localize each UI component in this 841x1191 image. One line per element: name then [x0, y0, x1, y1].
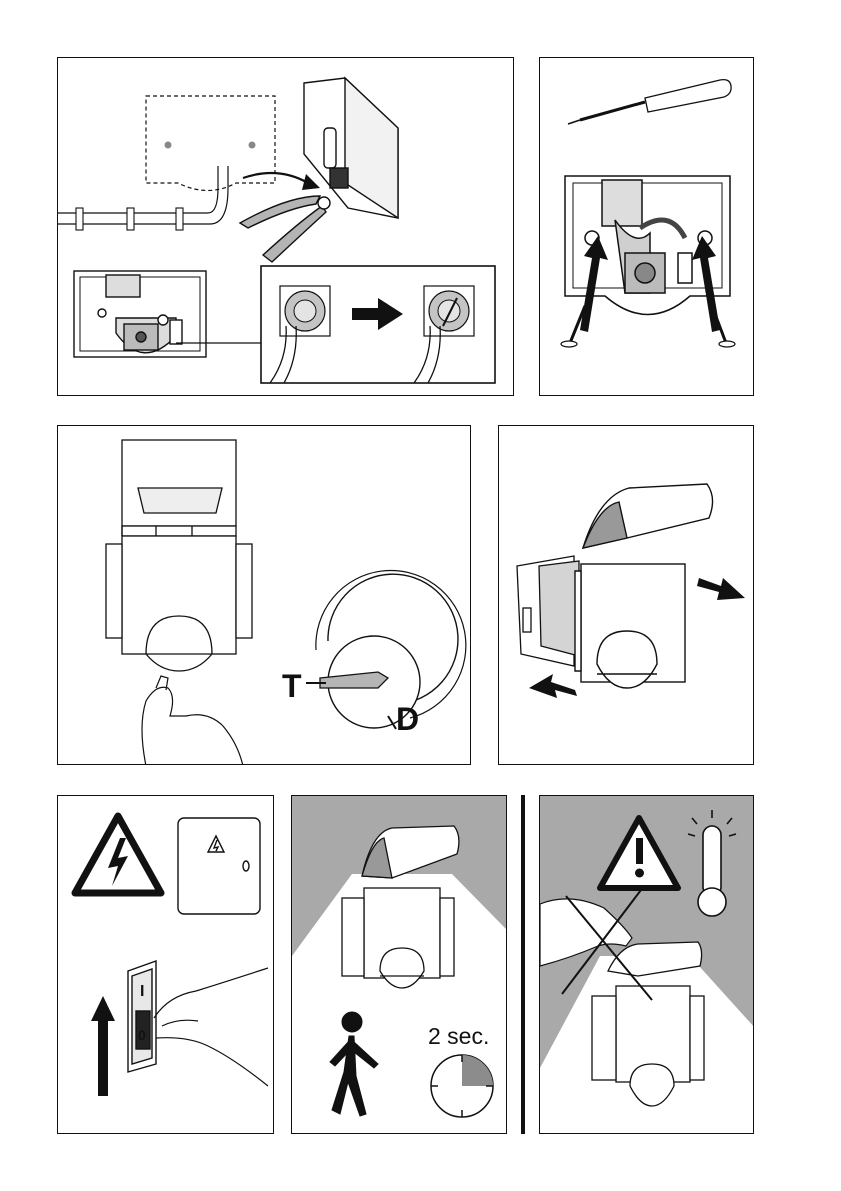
sensor-front-view — [106, 440, 252, 671]
dial-t-label: T — [282, 668, 302, 704]
switch-on-label: I — [140, 983, 144, 1000]
screwdriver-icon — [568, 80, 731, 124]
dial-d-label: D — [396, 701, 419, 737]
drill-hole-right — [249, 142, 256, 149]
caution-warning-icon — [600, 818, 678, 888]
push-arrow-icon — [697, 578, 745, 600]
knockout-inset — [261, 266, 495, 383]
thermometer-icon — [688, 810, 736, 916]
switch-off-label: 0 — [138, 1027, 146, 1043]
housing-open — [517, 556, 579, 666]
sensor-lamp — [342, 826, 459, 988]
drill-hole-left — [165, 142, 172, 149]
panel-time-setting: T D — [57, 425, 471, 765]
hand-on-switch-icon — [154, 968, 268, 1086]
panel-walk-test: 2 sec. — [291, 795, 507, 1134]
up-arrow-icon — [91, 996, 115, 1096]
panel-hot-warning — [539, 795, 754, 1134]
section-divider — [521, 795, 525, 1134]
pliers — [240, 196, 330, 262]
base-plate — [74, 271, 206, 357]
fuse-box-icon — [178, 818, 260, 914]
high-voltage-warning-icon — [75, 816, 161, 893]
hand-icon — [142, 676, 243, 765]
panel-cable-entry — [57, 57, 514, 396]
sensor-head — [575, 484, 713, 688]
panel-attach-head — [498, 425, 754, 765]
panel-screw-fixing — [539, 57, 754, 396]
timer-clock-icon — [431, 1055, 493, 1117]
cable-clips — [76, 208, 183, 230]
wall-switch — [128, 961, 156, 1072]
delay-time-label: 2 sec. — [428, 1023, 489, 1049]
panel-power-on: I 0 — [57, 795, 274, 1134]
slide-arrow-icon — [529, 674, 577, 698]
time-dial — [306, 570, 466, 729]
